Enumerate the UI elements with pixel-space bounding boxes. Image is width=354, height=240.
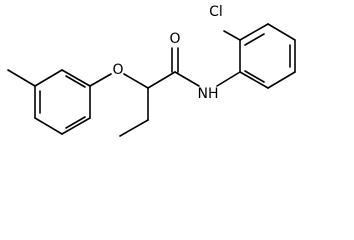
ethyl-methyl-bond	[119, 119, 149, 137]
ether-alpha-bond	[123, 73, 149, 89]
tolyl-ring-bond	[34, 117, 63, 135]
tolyl-ring-bond	[61, 69, 91, 87]
tolyl-ring-bond	[61, 117, 91, 135]
atom-labels: Cl O O NH	[112, 4, 222, 102]
tolyl-ring-bond	[34, 69, 63, 87]
ether-oxygen-label: O	[112, 62, 123, 78]
nitrogen-aryl-bond	[216, 71, 241, 87]
chlorophenyl-ring-bond	[239, 23, 269, 41]
chlorophenyl-ring-bond	[267, 71, 296, 89]
amide-bond	[174, 71, 200, 87]
chlorophenyl-double-bond	[244, 70, 265, 83]
aryl-ether-bond	[89, 73, 112, 87]
amide-nitrogen-label: NH	[198, 86, 219, 102]
chlorine-label: Cl	[209, 4, 223, 20]
alpha-carbonyl-bond	[147, 71, 176, 89]
methyl-bond	[7, 69, 36, 87]
tolyl-double-bond	[65, 116, 86, 129]
tolyl-double-bond	[65, 75, 86, 88]
chlorophenyl-double-bond	[244, 33, 265, 46]
bonds	[7, 23, 296, 137]
aryl-chlorine-bond	[223, 30, 241, 41]
carbonyl-oxygen-label: O	[169, 31, 180, 47]
chlorophenyl-ring-bond	[267, 23, 296, 41]
molecule-structure: Cl O O NH	[7, 4, 296, 137]
chlorophenyl-ring-bond	[239, 71, 269, 89]
